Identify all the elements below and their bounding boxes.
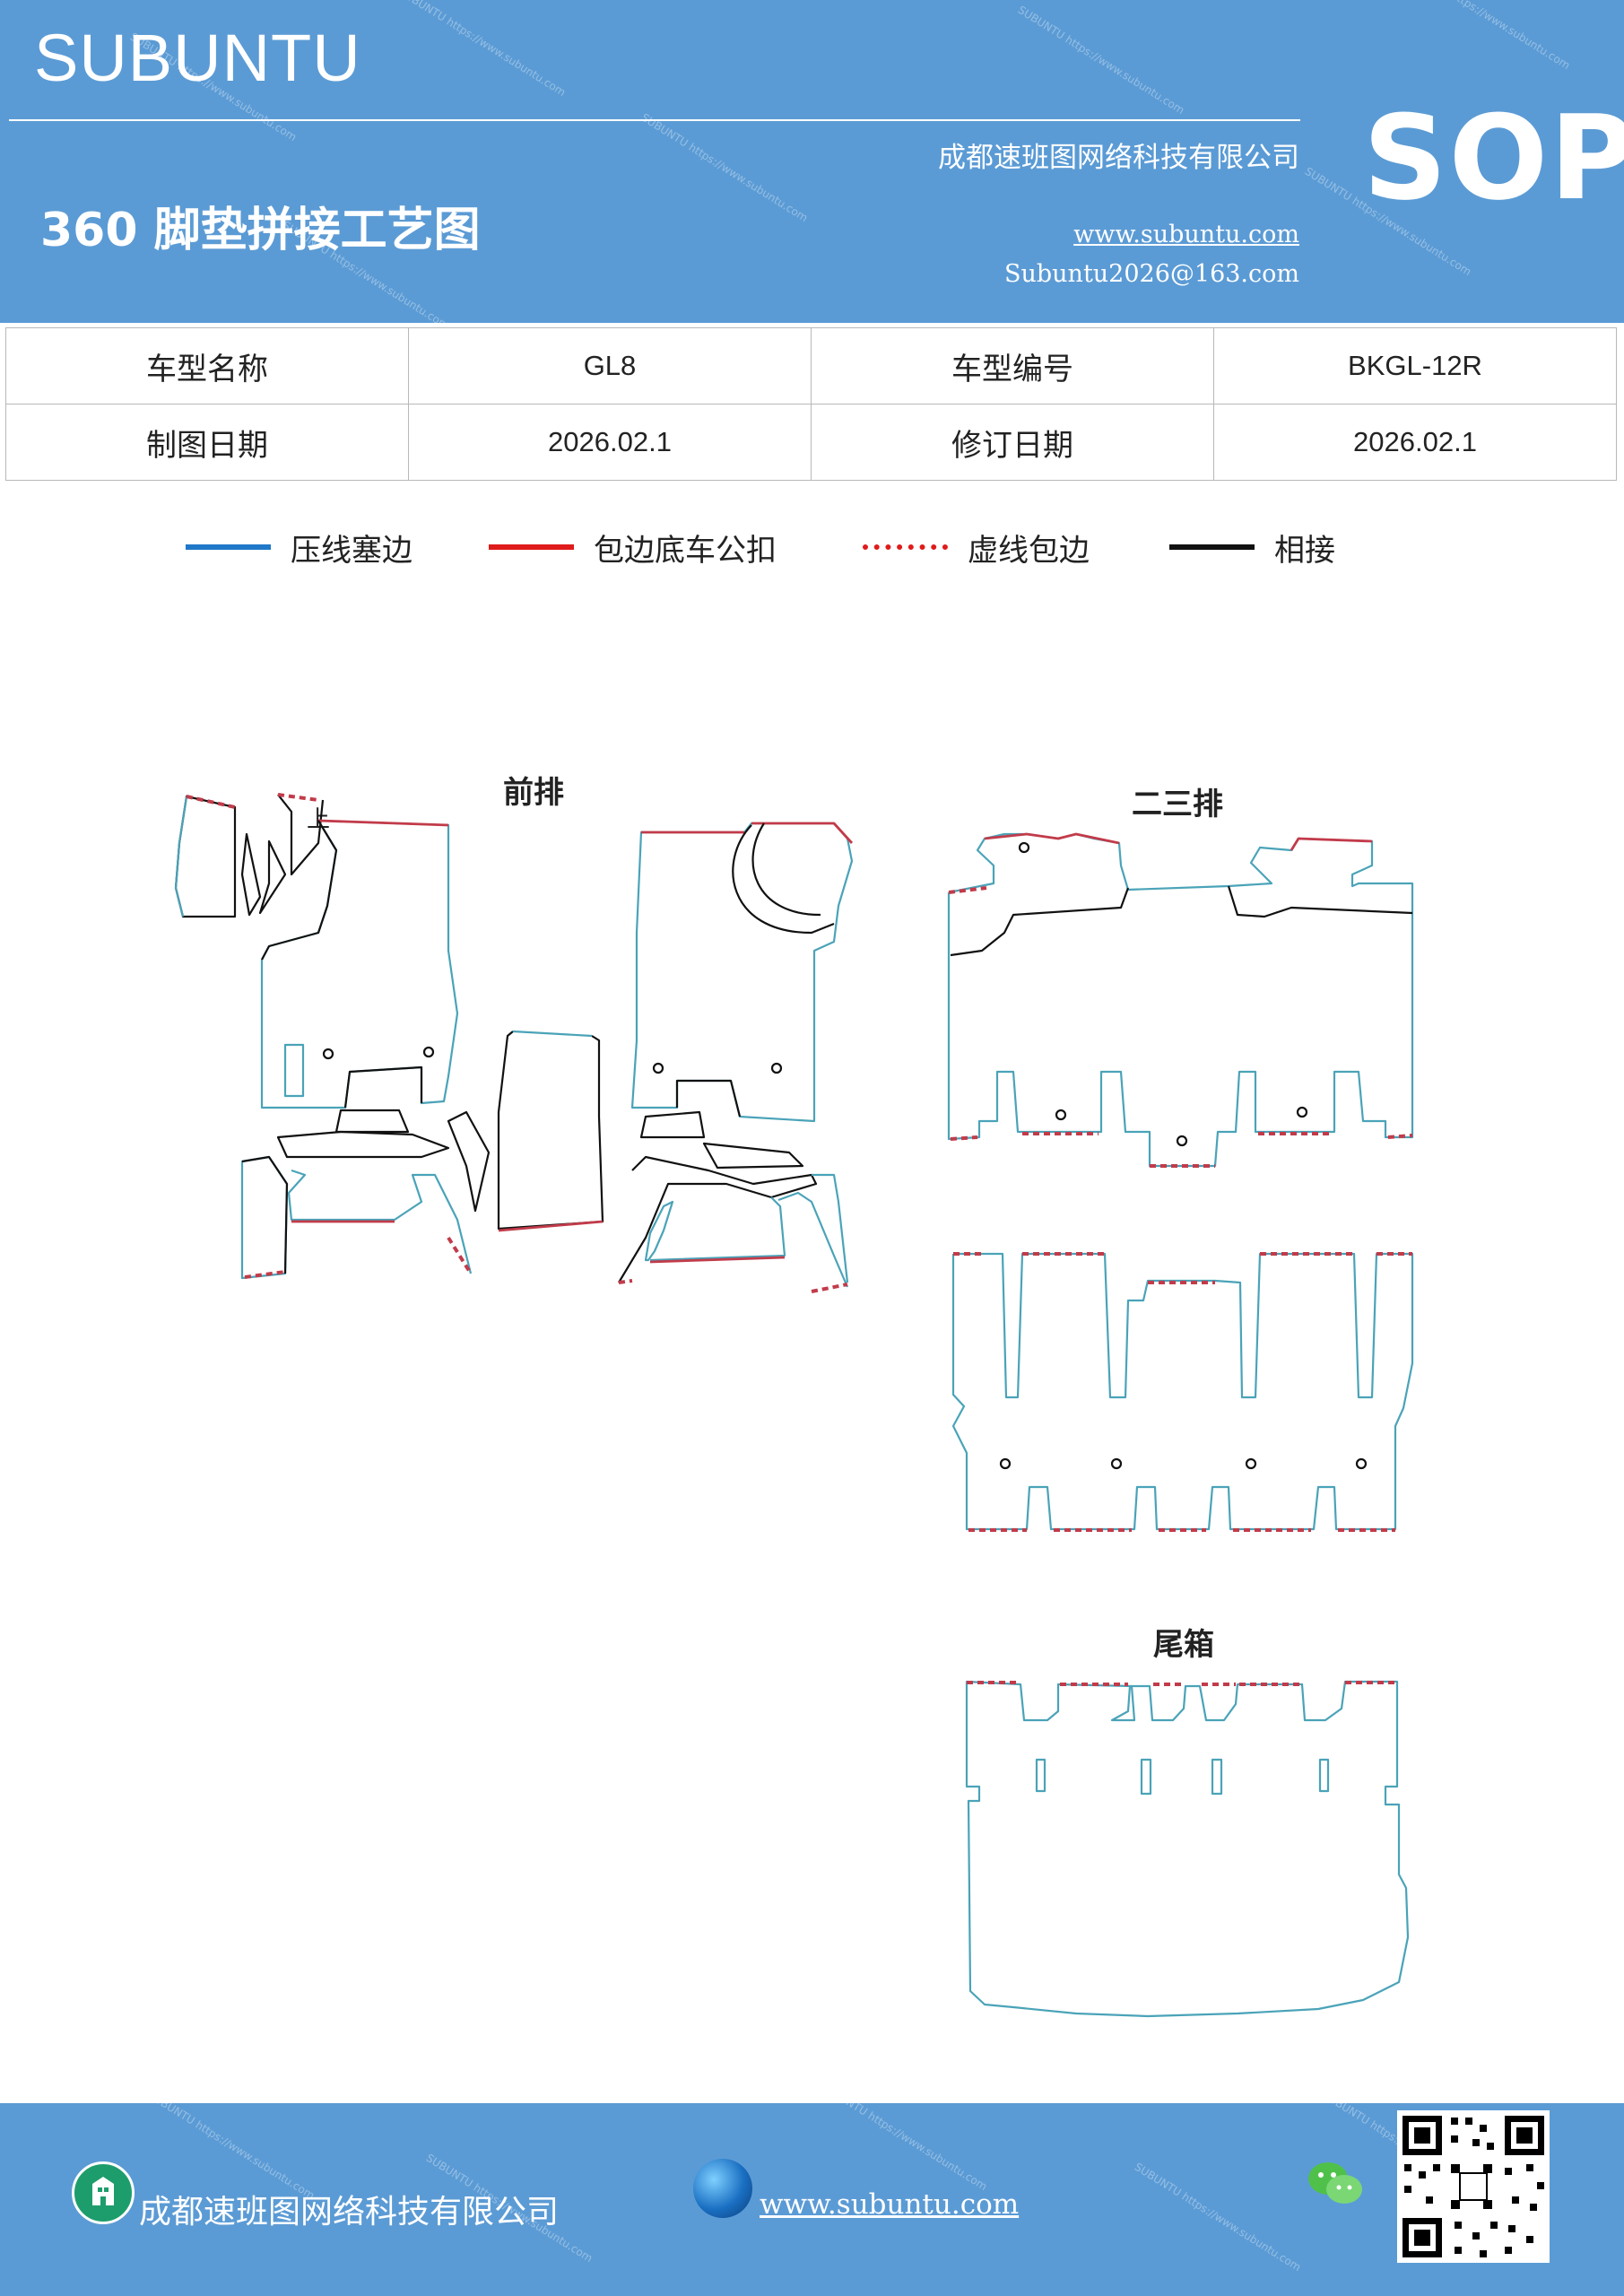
- legend-item: 虚线包边: [863, 525, 1090, 570]
- footer-website-link[interactable]: www.subuntu.com: [760, 2188, 1020, 2221]
- third-row-mat: [951, 1252, 1414, 1532]
- table-cell-value: 2026.02.1: [1213, 404, 1617, 481]
- center-tunnel-mat: [497, 1030, 604, 1232]
- legend-swatch: [186, 544, 271, 550]
- sop-label: SOP: [1363, 90, 1624, 226]
- legend-swatch: [1169, 544, 1255, 550]
- footer-company-name: 成都速班图网络科技有限公司: [139, 2194, 560, 2231]
- table-cell-value: GL8: [408, 327, 812, 404]
- globe-icon: [693, 2159, 752, 2218]
- header-banner: SUBUNTU https://www.subuntu.com SUBUNTU …: [0, 0, 1624, 323]
- legend-label: 压线塞边: [291, 532, 413, 569]
- legend-label: 包边底车公扣: [594, 532, 777, 569]
- table-row: 车型名称 GL8 车型编号 BKGL-12R: [5, 327, 1617, 404]
- legend-item: 压线塞边: [186, 525, 413, 570]
- section-label-front: 前排: [503, 775, 564, 811]
- qr-code-icon: [1397, 2110, 1550, 2263]
- legend-label: 虚线包边: [968, 532, 1090, 569]
- trunk-mat: [965, 1680, 1410, 2018]
- mat-pattern-diagram: 前排 二三排 尾箱 上: [174, 775, 1414, 2018]
- section-label-second-third: 二三排: [1132, 787, 1223, 822]
- vehicle-info-table: 车型名称 GL8 车型编号 BKGL-12R 制图日期 2026.02.1 修订…: [5, 327, 1617, 481]
- legend-label: 相接: [1274, 532, 1335, 569]
- header-divider: [9, 119, 1300, 121]
- website-link[interactable]: www.subuntu.com: [1073, 221, 1299, 248]
- company-name: 成都速班图网络科技有限公司: [938, 142, 1299, 174]
- building-icon: [72, 2161, 135, 2224]
- table-cell-label: 车型编号: [811, 327, 1214, 404]
- legend-item: 相接: [1169, 525, 1335, 570]
- line-legend: 压线塞边 包边底车公扣 虚线包边 相接: [0, 525, 1624, 570]
- table-cell-label: 修订日期: [811, 404, 1214, 481]
- email-address: Subuntu2026@163.com: [1004, 260, 1299, 288]
- legend-swatch: [863, 544, 948, 550]
- table-row: 制图日期 2026.02.1 修订日期 2026.02.1: [5, 404, 1617, 481]
- section-label-trunk: 尾箱: [1153, 1627, 1214, 1663]
- legend-item: 包边底车公扣: [489, 525, 777, 570]
- second-row-mat: [947, 832, 1414, 1168]
- footer-banner: SUBUNTU https://www.subuntu.com SUBUNTU …: [0, 2103, 1624, 2296]
- wechat-icon[interactable]: [1305, 2157, 1368, 2211]
- table-cell-value: BKGL-12R: [1213, 327, 1617, 404]
- legend-swatch: [489, 544, 574, 550]
- brand-name: SUBUNTU: [34, 21, 361, 95]
- table-cell-value: 2026.02.1: [408, 404, 812, 481]
- table-cell-label: 车型名称: [5, 327, 409, 404]
- page-title: 360 脚垫拼接工艺图: [40, 204, 481, 257]
- table-cell-label: 制图日期: [5, 404, 409, 481]
- front-left-mat: [174, 793, 491, 1280]
- front-right-mat: [618, 822, 854, 1293]
